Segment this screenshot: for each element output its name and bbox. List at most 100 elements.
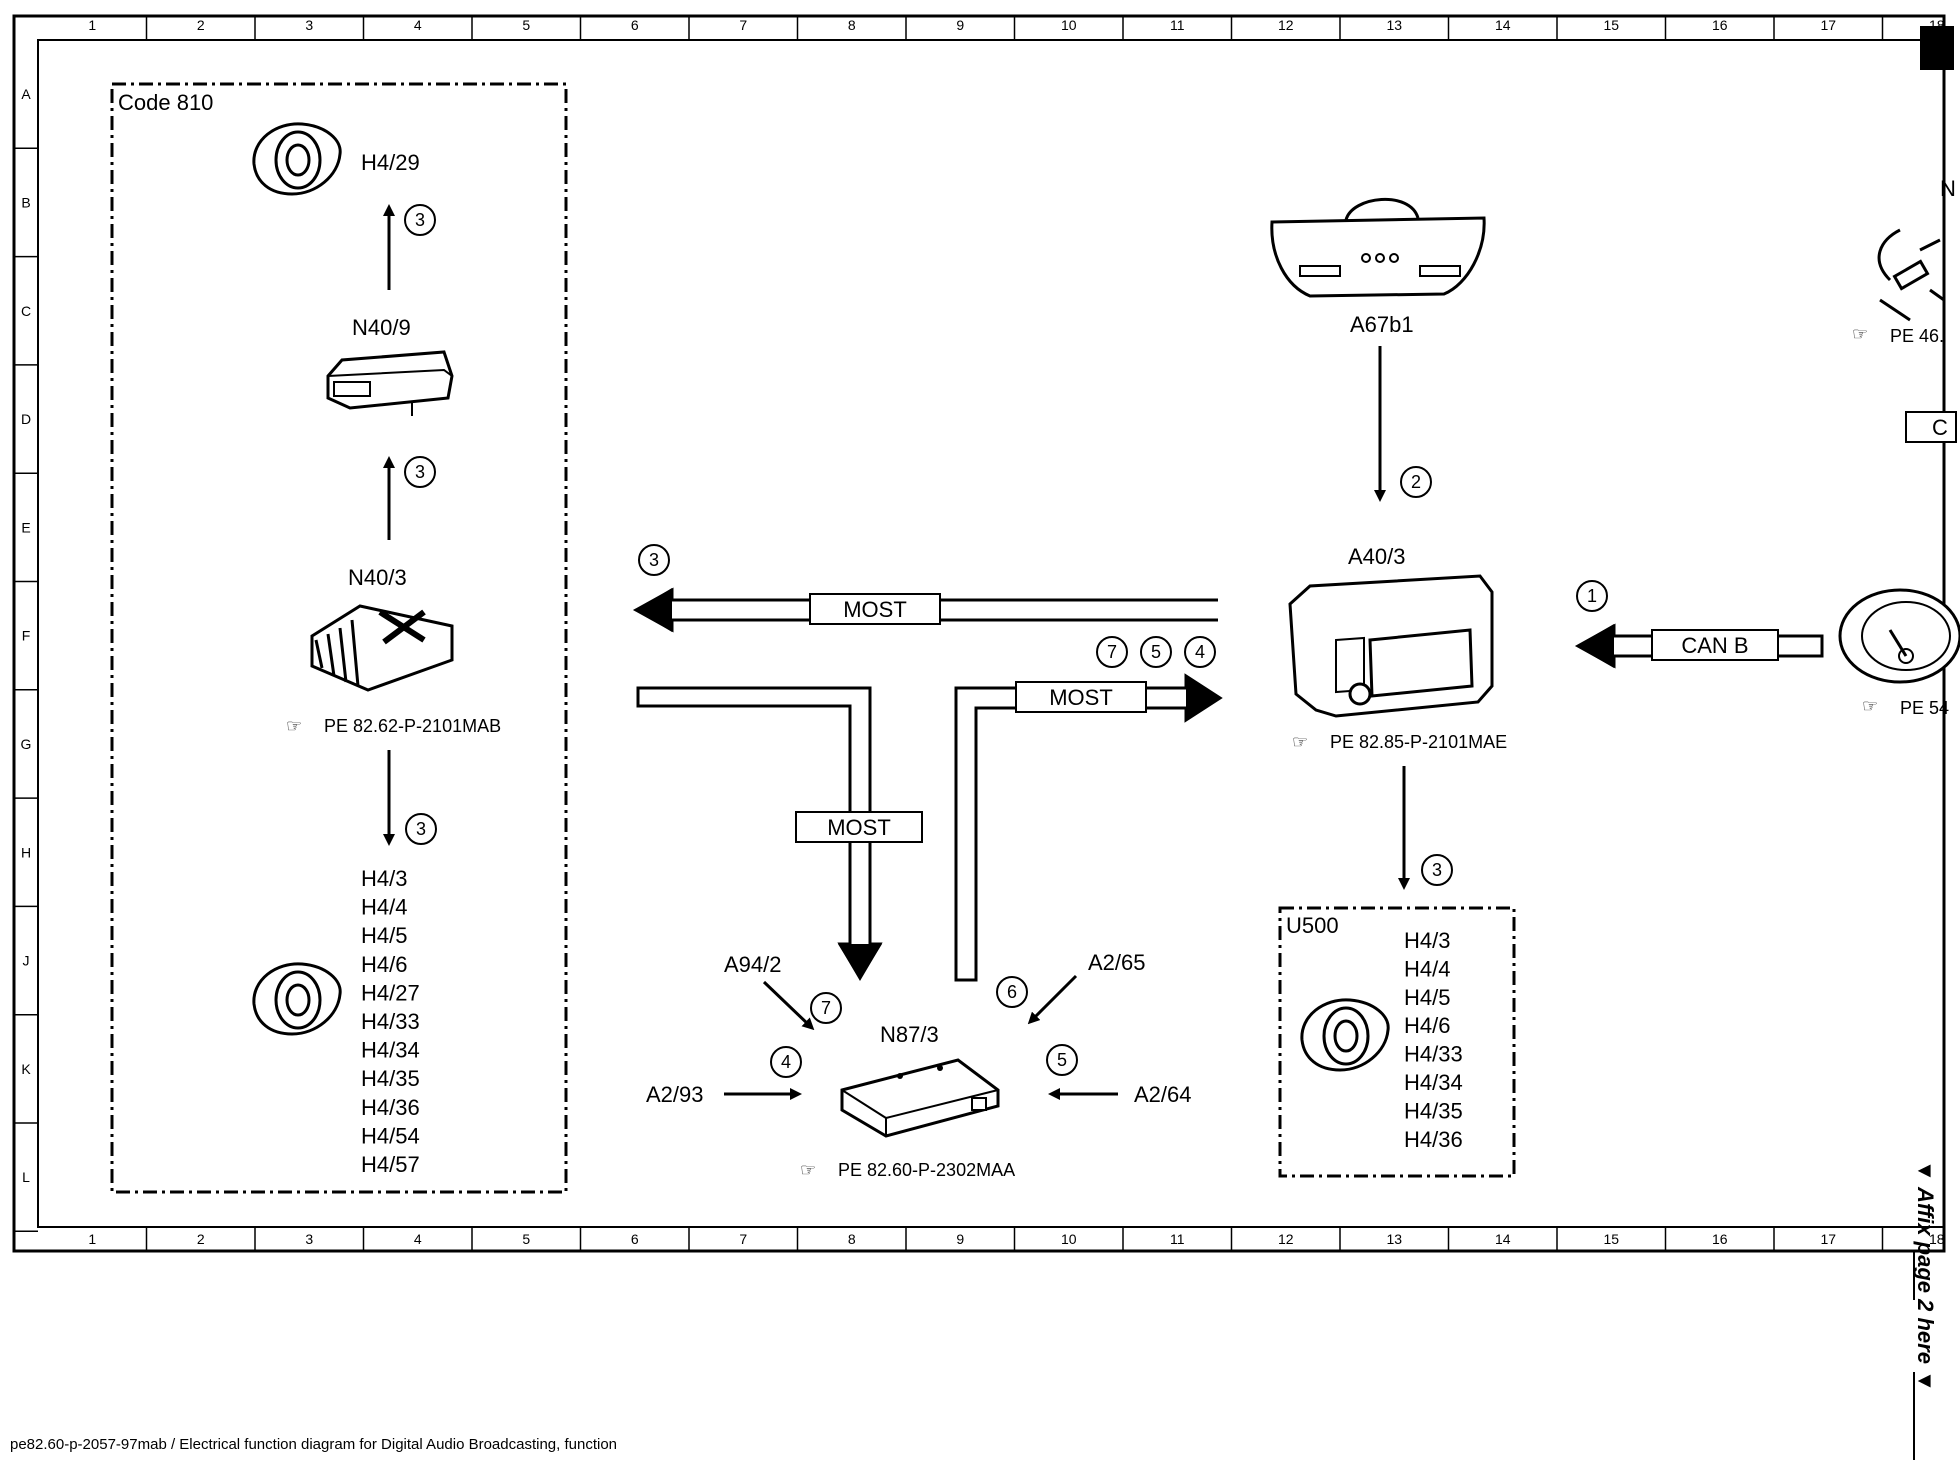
footer-caption: pe82.60-p-2057-97mab / Electrical functi… — [10, 1436, 618, 1453]
grid-column-label: 8 — [848, 1231, 856, 1247]
grid-column-label: 3 — [305, 17, 313, 33]
svg-text:5: 5 — [1057, 1050, 1067, 1070]
speaker-id: H4/33 — [361, 1009, 420, 1034]
tuner-module-icon — [840, 1058, 1000, 1138]
head-unit-ref-icon: ☞ — [1292, 732, 1308, 752]
arrow-a2-65 — [1027, 974, 1078, 1025]
rearview-mirror-icon — [1270, 197, 1486, 298]
grid-column-label: 7 — [739, 1231, 747, 1247]
most-label: MOST — [843, 597, 907, 622]
grid-column-label: 16 — [1712, 17, 1728, 33]
marker-3: 3 — [404, 456, 436, 488]
u500-group-box — [1278, 906, 1516, 1178]
tuner-label: N87/3 — [880, 1022, 939, 1047]
grid-column-label: 13 — [1386, 1231, 1402, 1247]
grid-column-label: 5 — [522, 1231, 530, 1247]
svg-text:3: 3 — [1432, 860, 1442, 880]
grid-column-label: 2 — [197, 1231, 205, 1247]
grid-column-label: 13 — [1386, 17, 1402, 33]
svg-text:3: 3 — [416, 819, 426, 839]
svg-text:6: 6 — [1007, 982, 1017, 1002]
side-reference-54: PE 54 — [1900, 698, 1949, 718]
amp-reference: PE 82.62-P-2101MAB — [324, 716, 501, 736]
a2-65-label: A2/65 — [1088, 950, 1146, 975]
grid-row-label: F — [22, 628, 31, 644]
side-ref-icon: ☞ — [1852, 324, 1868, 344]
grid-column-label: 14 — [1495, 17, 1511, 33]
speaker-id: H4/34 — [361, 1038, 420, 1063]
amplifier-icon — [310, 604, 454, 692]
grid-column-label: 12 — [1278, 17, 1294, 33]
svg-text:4: 4 — [1195, 642, 1205, 662]
speaker-icon — [1300, 998, 1390, 1072]
affix-page-label: ▼ Affix page 2 here ▼ — [1913, 1160, 1938, 1392]
grid-column-label: 3 — [305, 1231, 313, 1247]
most-bus-to-head-unit: MOST — [954, 673, 1223, 982]
svg-text:7: 7 — [1107, 642, 1117, 662]
most-bus-to-tuner: MOST — [636, 686, 923, 981]
cluster-ref-icon: ☞ — [1862, 696, 1878, 716]
speaker-id: H4/57 — [361, 1152, 420, 1177]
speaker-id: H4/34 — [1404, 1070, 1463, 1095]
grid-column-label: 4 — [414, 1231, 422, 1247]
code-810-title: Code 810 — [118, 90, 213, 115]
speaker-icon — [252, 122, 342, 196]
grid-column-label: 1 — [88, 1231, 96, 1247]
grid-column-label: 7 — [739, 17, 747, 33]
grid-column-label: 17 — [1820, 17, 1836, 33]
marker-4: 4 — [770, 1046, 802, 1078]
speaker-id: H4/6 — [1404, 1013, 1450, 1038]
svg-text:7: 7 — [821, 998, 831, 1018]
grid-column-label: 5 — [522, 17, 530, 33]
a94-2-label: A94/2 — [724, 952, 782, 977]
can-b-bus: CAN B — [1574, 623, 1824, 669]
grid-column-label: 15 — [1603, 1231, 1619, 1247]
marker-3: 3 — [404, 204, 436, 236]
side-box-label: C — [1932, 415, 1948, 440]
a2-64-label: A2/64 — [1134, 1082, 1192, 1107]
speaker-id: H4/3 — [361, 866, 407, 891]
grid-row-label: A — [21, 86, 31, 102]
grid-row-label: E — [21, 519, 30, 535]
grid-column-label: 10 — [1061, 1231, 1077, 1247]
grid-column-label: 6 — [631, 1231, 639, 1247]
side-reference-46: PE 46. — [1890, 326, 1944, 346]
grid-column-label: 8 — [848, 17, 856, 33]
corner-tab — [1920, 26, 1954, 70]
arrow-a94-2 — [762, 980, 815, 1031]
grid-column-label: 18 — [1929, 1231, 1945, 1247]
grid-row-label: H — [21, 844, 31, 860]
grid-column-label: 1 — [88, 17, 96, 33]
speaker-id: H4/35 — [1404, 1098, 1463, 1123]
most-bus-to-code-810: MOST — [632, 587, 1218, 633]
speaker-id: H4/5 — [361, 923, 407, 948]
grid-row-label: G — [21, 736, 32, 752]
svg-text:3: 3 — [415, 462, 425, 482]
marker-3: 3 — [1421, 854, 1453, 886]
grid-column-label: 15 — [1603, 17, 1619, 33]
svg-text:1: 1 — [1587, 586, 1597, 606]
speaker-id: H4/3 — [1404, 928, 1450, 953]
head-unit-reference: PE 82.85-P-2101MAE — [1330, 732, 1507, 752]
speaker-icon — [252, 962, 342, 1036]
marker-7: 7 — [810, 992, 842, 1024]
speaker-id: H4/5 — [1404, 985, 1450, 1010]
grid-column-label: 4 — [414, 17, 422, 33]
grid-column-label: 9 — [956, 17, 964, 33]
u500-title: U500 — [1286, 913, 1339, 938]
control-unit-icon — [326, 350, 454, 416]
grid-column-label: 9 — [956, 1231, 964, 1247]
tuner-reference: PE 82.60-P-2302MAA — [838, 1160, 1015, 1180]
speaker-id: H4/4 — [1404, 956, 1450, 981]
grid-row-label: B — [21, 194, 30, 210]
grid-column-label: 11 — [1170, 1231, 1185, 1247]
svg-text:4: 4 — [781, 1052, 791, 1072]
most-label: MOST — [827, 815, 891, 840]
module-n40-3-label: N40/3 — [348, 565, 407, 590]
marker-3: 3 — [405, 813, 437, 845]
most-label: MOST — [1049, 685, 1113, 710]
marker-3: 3 — [638, 544, 670, 576]
side-partial-box — [1905, 411, 1957, 443]
